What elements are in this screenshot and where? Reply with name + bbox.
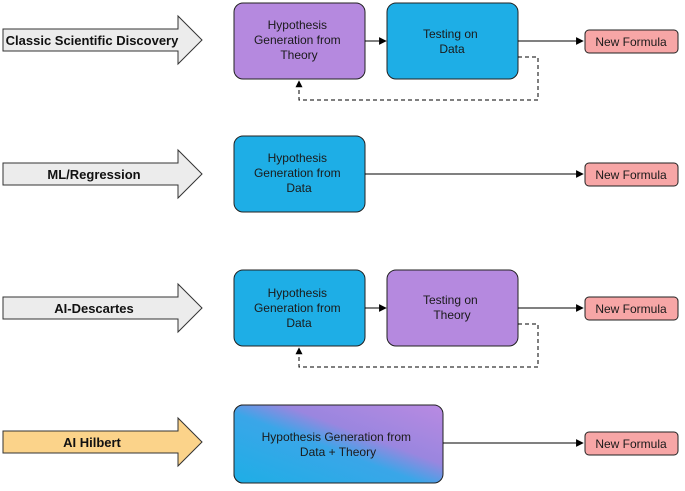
new-formula-3-text: New Formula [595, 302, 667, 316]
new-formula-1-text: New Formula [595, 35, 667, 49]
box-hypothesis-theory-text: Hypothesis Generation from Theory [254, 18, 344, 62]
box-new-formula-3 [584, 296, 679, 321]
new-formula-2-text: New Formula [595, 168, 667, 182]
box-new-formula-2 [584, 162, 679, 187]
box-new-formula-4 [584, 431, 679, 456]
box-hypothesis-data-descartes-text: Hypothesis Generation from Data [254, 286, 344, 330]
label-hilbert: AI Hilbert [63, 435, 121, 450]
row-ai-descartes: AI-Descartes Hypothesis Generation from … [2, 269, 679, 368]
label-arrow-hilbert [2, 416, 203, 468]
row-ai-hilbert: AI Hilbert Hypothesis Generation from Da… [2, 404, 679, 484]
row-ml: ML/Regression Hypothesis Generation from… [2, 135, 679, 213]
label-arrow-ml [2, 148, 203, 200]
label-ml: ML/Regression [47, 167, 140, 182]
box-testing-data-text: Testing on Data [423, 27, 481, 56]
box-new-formula-1 [584, 29, 679, 54]
box-hypothesis-data-theory-text: Hypothesis Generation from Data + Theory [262, 430, 415, 459]
label-arrow-descartes [2, 282, 203, 334]
new-formula-4-text: New Formula [595, 437, 667, 451]
box-testing-theory-text: Testing on Theory [423, 293, 481, 322]
label-classic: Classic Scientific Discovery [6, 33, 179, 48]
label-arrow-classic [2, 14, 203, 66]
feedback-loop-1 [295, 56, 539, 101]
box-hypothesis-data-ml-text: Hypothesis Generation from Data [254, 151, 344, 195]
feedback-loop-3 [295, 323, 539, 368]
label-descartes: AI-Descartes [54, 301, 134, 316]
row-classic: Classic Scientific Discovery Hypothesis … [2, 2, 679, 101]
box-testing-data [386, 2, 519, 80]
box-hypothesis-data-theory-wide [233, 404, 444, 484]
